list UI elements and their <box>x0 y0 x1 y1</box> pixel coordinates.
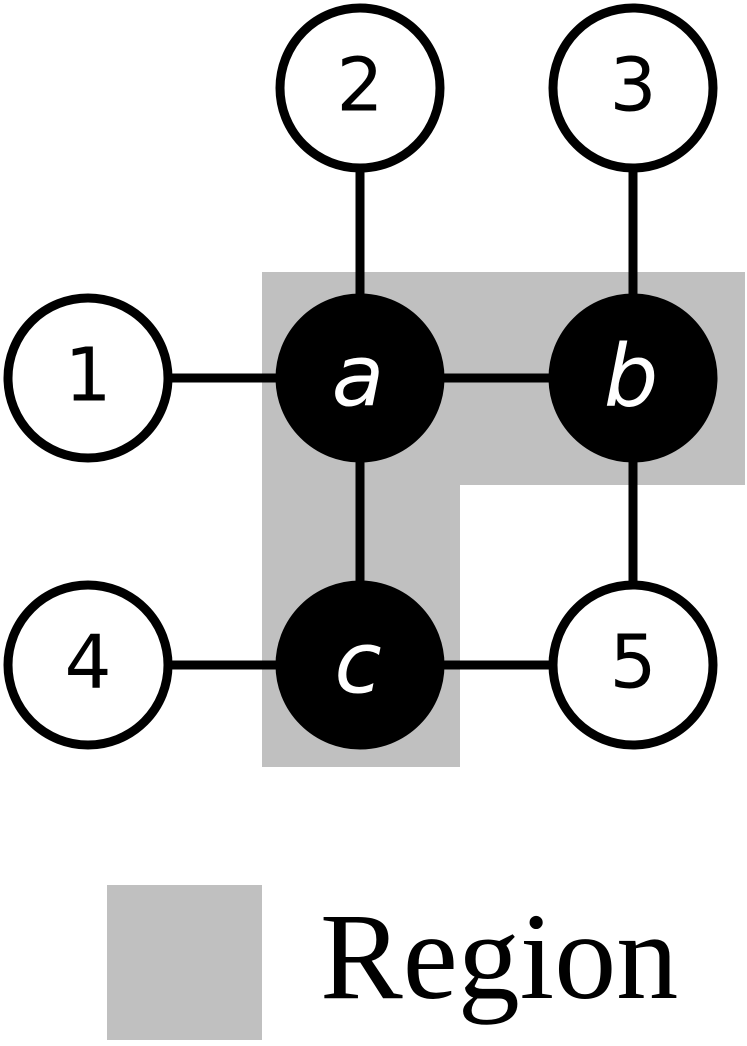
legend-swatch <box>107 885 262 1040</box>
node-3-label: 3 <box>609 43 656 129</box>
node-5-label: 5 <box>609 620 656 706</box>
node-2-label: 2 <box>336 43 383 129</box>
node-a-label: a <box>332 326 385 426</box>
node-1: 1 <box>3 293 173 463</box>
node-1-label: 1 <box>64 333 111 419</box>
node-b-label: b <box>604 326 659 426</box>
node-a: a <box>275 293 445 463</box>
node-2: 2 <box>275 3 445 173</box>
node-4-label: 4 <box>64 620 111 706</box>
node-c-label: c <box>334 613 381 713</box>
legend-label: Region <box>320 888 678 1025</box>
legend: Region <box>107 885 678 1040</box>
node-c: c <box>275 580 445 750</box>
node-4: 4 <box>3 580 173 750</box>
node-b: b <box>548 293 718 463</box>
node-5: 5 <box>548 580 718 750</box>
node-3: 3 <box>548 3 718 173</box>
